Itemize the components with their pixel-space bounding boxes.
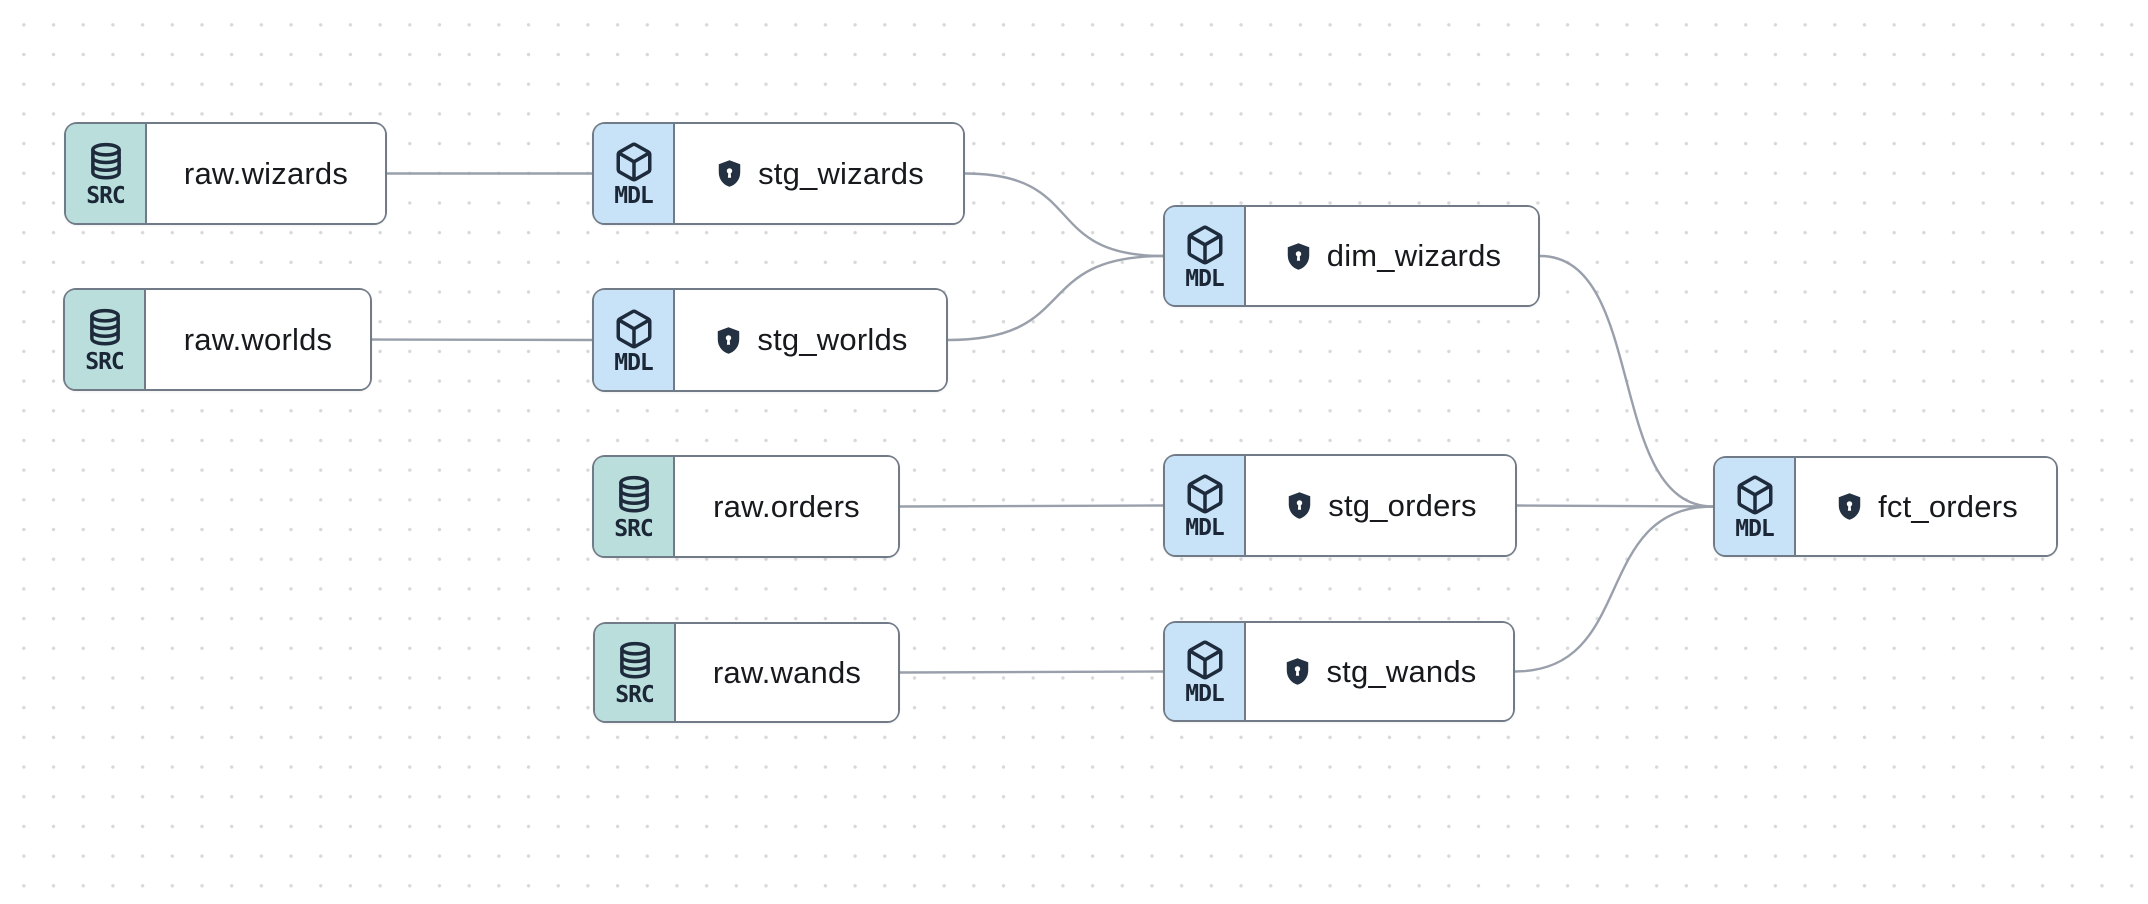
node-raw-wizards[interactable]: SRC raw.wizards	[64, 122, 387, 225]
node-content: raw.wizards	[147, 124, 385, 223]
cube-icon	[615, 142, 652, 182]
database-icon	[90, 143, 121, 180]
node-type-badge: SRC	[65, 290, 146, 389]
node-stg-orders[interactable]: MDL stg_orders	[1163, 454, 1517, 557]
cube-icon	[1186, 474, 1223, 514]
shield-lock-icon	[718, 326, 740, 354]
edge-raw_wands-stg_wands	[899, 670, 1164, 674]
node-label: stg_worlds	[757, 322, 908, 357]
node-content: stg_worlds	[675, 290, 946, 390]
node-raw-worlds[interactable]: SRC raw.worlds	[63, 288, 372, 391]
node-type-label: MDL	[614, 349, 654, 376]
node-type-badge: SRC	[594, 457, 675, 556]
node-type-badge: SRC	[595, 624, 676, 721]
node-content: dim_wizards	[1246, 207, 1538, 305]
node-raw-wands[interactable]: SRC raw.wands	[593, 622, 900, 723]
node-content: raw.worlds	[146, 290, 370, 389]
node-type-label: SRC	[615, 682, 655, 709]
node-content: stg_wizards	[675, 124, 963, 223]
node-label: raw.wands	[712, 654, 862, 690]
node-type-label: MDL	[1185, 515, 1225, 542]
node-type-label: MDL	[1185, 681, 1225, 708]
node-type-badge: MDL	[594, 124, 675, 223]
node-fct-orders[interactable]: MDL fct_orders	[1713, 456, 2058, 557]
edge-raw_worlds-stg_worlds	[371, 338, 593, 342]
node-type-label: SRC	[614, 516, 654, 543]
node-content: raw.orders	[675, 457, 898, 556]
node-label: dim_wizards	[1326, 238, 1502, 273]
cube-icon	[615, 309, 652, 349]
node-type-label: SRC	[86, 183, 126, 210]
edge-stg_wands-fct_orders	[1514, 505, 1714, 673]
node-content: stg_wands	[1246, 623, 1513, 720]
node-type-label: MDL	[614, 183, 654, 210]
node-label: raw.orders	[713, 488, 860, 524]
node-label: stg_wands	[1326, 653, 1477, 689]
cube-icon	[1736, 475, 1773, 515]
node-label: raw.wizards	[183, 155, 349, 191]
node-type-badge: MDL	[1715, 458, 1796, 555]
node-type-badge: MDL	[1165, 207, 1246, 305]
shield-lock-icon	[718, 160, 741, 187]
node-type-label: MDL	[1735, 516, 1775, 543]
node-label: raw.worlds	[183, 321, 333, 357]
node-label: stg_orders	[1328, 487, 1477, 523]
edge-stg_orders-fct_orders	[1516, 504, 1714, 508]
node-type-badge: MDL	[1165, 623, 1246, 720]
node-content: raw.wands	[676, 624, 898, 721]
node-type-label: SRC	[85, 349, 125, 376]
node-type-badge: MDL	[594, 290, 675, 390]
node-dim-wizards[interactable]: MDL dim_wizards	[1163, 205, 1540, 307]
database-icon	[618, 476, 649, 513]
node-label: fct_orders	[1878, 488, 2018, 524]
edge-stg_worlds-dim_wizards	[947, 254, 1164, 342]
cube-icon	[1186, 640, 1223, 680]
node-raw-orders[interactable]: SRC raw.orders	[592, 455, 900, 558]
cube-icon	[1186, 225, 1223, 265]
shield-lock-icon	[1838, 493, 1861, 520]
node-content: stg_orders	[1246, 456, 1515, 555]
node-label: stg_wizards	[758, 155, 924, 191]
shield-lock-icon	[1287, 658, 1309, 685]
node-stg-worlds[interactable]: MDL stg_worlds	[592, 288, 948, 392]
node-type-label: MDL	[1185, 265, 1225, 292]
edge-stg_wizards-dim_wizards	[964, 172, 1164, 258]
shield-lock-icon	[1287, 242, 1309, 270]
edge-raw_orders-stg_orders	[899, 504, 1164, 508]
node-content: fct_orders	[1796, 458, 2056, 555]
database-icon	[619, 642, 650, 679]
shield-lock-icon	[1289, 492, 1311, 519]
database-icon	[89, 309, 120, 346]
node-type-badge: SRC	[66, 124, 147, 223]
edge-dim_wizards-fct_orders	[1539, 254, 1714, 508]
node-type-badge: MDL	[1165, 456, 1246, 555]
node-stg-wizards[interactable]: MDL stg_wizards	[592, 122, 965, 225]
node-stg-wands[interactable]: MDL stg_wands	[1163, 621, 1515, 722]
